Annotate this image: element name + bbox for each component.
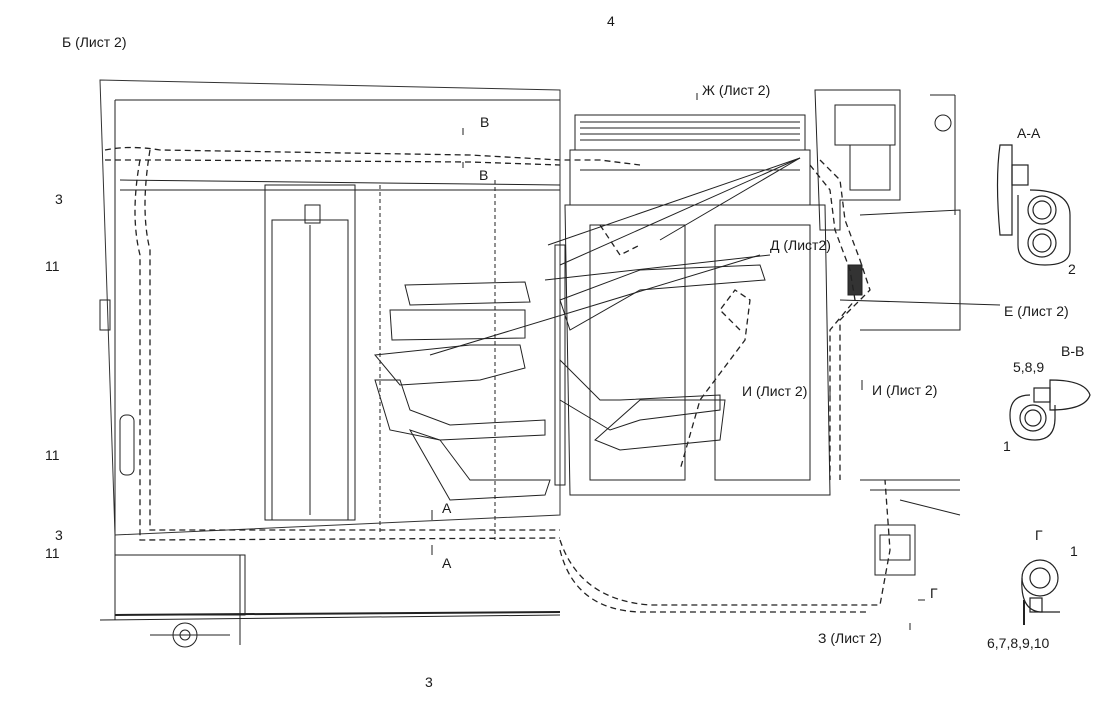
label-3-bottom: 3 (425, 674, 433, 690)
label-11-mid: 11 (45, 447, 60, 463)
section-aa (996, 144, 1071, 266)
label-3-left-top: 3 (55, 191, 63, 207)
section-vv-items: 5,8,9 (1013, 359, 1045, 375)
chevron-4 (374, 379, 546, 441)
label-z-list2: З (Лист 2) (818, 630, 882, 646)
chevron-2 (389, 309, 526, 341)
chevron-3 (374, 344, 526, 386)
label-i-list2-b: И (Лист 2) (872, 382, 938, 398)
label-11-bottom: 11 (45, 545, 60, 561)
top-radiator (574, 114, 806, 151)
label-b-list2: Б (Лист 2) (62, 34, 127, 50)
chevron-6 (559, 358, 721, 431)
label-a-top: А (442, 500, 452, 516)
section-g-items: 6,7,8,9,10 (987, 635, 1050, 651)
section-aa-title: А-А (1017, 125, 1041, 141)
label-g-arrow: Г (930, 585, 938, 601)
label-3-left-bottom: 3 (55, 527, 63, 543)
right-equipment (814, 89, 901, 231)
lower-box (114, 554, 246, 616)
label-i-list2-a: И (Лист 2) (742, 383, 808, 399)
label-e-list2: Е (Лист 2) (1004, 303, 1069, 319)
section-g (1021, 559, 1060, 625)
label-a-bottom: А (442, 555, 452, 571)
chevron-7 (594, 399, 726, 451)
battery-box (564, 204, 831, 496)
label-v-top: В (480, 114, 490, 130)
chevron-5 (408, 429, 551, 501)
lower-right-equipment (874, 524, 916, 576)
main-frame (99, 79, 561, 536)
label-11-top: 11 (45, 258, 60, 274)
section-vv-title: В-В (1061, 343, 1085, 359)
label-v-bottom: В (479, 167, 489, 183)
label-4: 4 (607, 13, 615, 29)
section-vv (1009, 379, 1091, 441)
section-g-title: Г (1035, 527, 1043, 543)
section-vv-callout: 1 (1003, 438, 1011, 454)
label-d-list2: Д (Лист2) (770, 237, 831, 253)
section-aa-callout: 2 (1068, 261, 1076, 277)
section-g-callout: 1 (1070, 543, 1078, 559)
label-zh-list2: Ж (Лист 2) (702, 82, 771, 98)
chevron-1 (404, 281, 531, 306)
cable-route-top (104, 146, 641, 166)
cable-route-bottom (559, 479, 891, 606)
